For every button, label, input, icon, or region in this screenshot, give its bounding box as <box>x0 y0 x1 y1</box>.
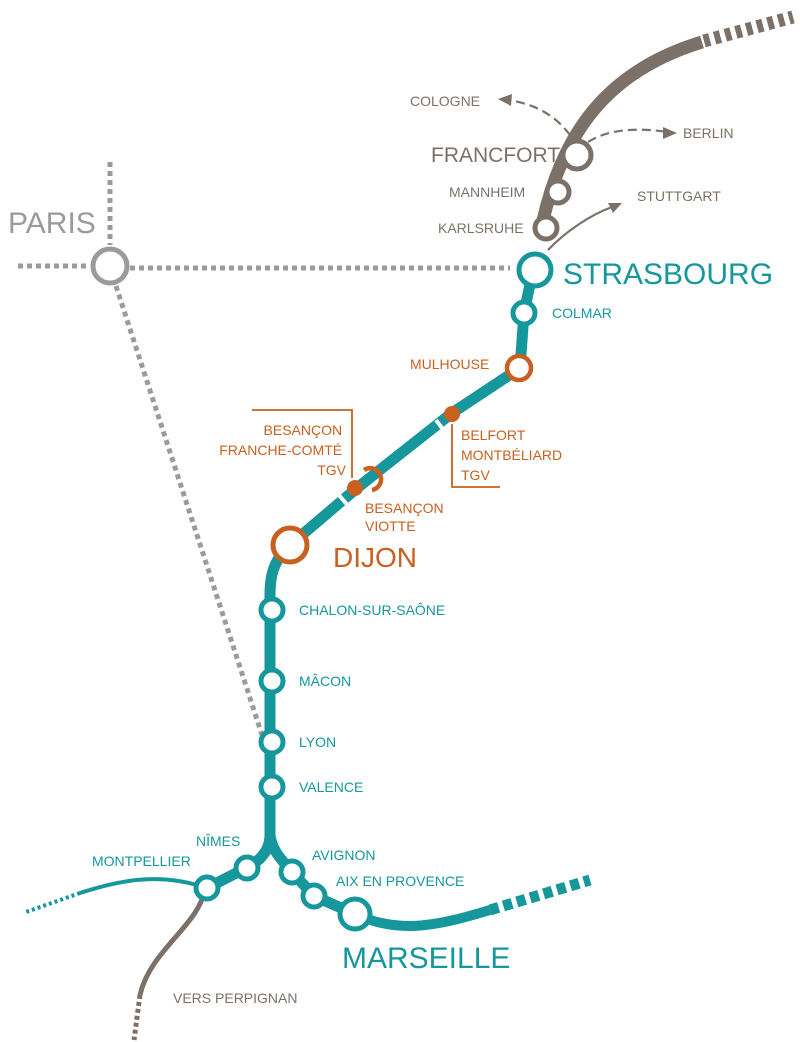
label-francfort: FRANCFORT <box>431 144 560 167</box>
station-francfort[interactable] <box>560 138 594 172</box>
label-berlin: BERLIN <box>683 125 734 141</box>
label-marseille: MARSEILLE <box>342 942 510 975</box>
label-lyon: LYON <box>299 734 336 750</box>
label-belfort-tgv-line3: TGV <box>461 467 490 483</box>
station-avignon[interactable] <box>278 858 306 886</box>
label-besancon-viotte: BESANÇON VIOTTE <box>365 500 447 534</box>
german-main-line <box>533 35 704 237</box>
label-belfort-tgv: BELFORT MONTBÉLIARD TGV <box>461 427 566 483</box>
label-chalon: CHALON-SUR-SAÔNE <box>299 602 445 618</box>
branch-berlin <box>587 128 669 143</box>
label-besancon-tgv-line2: FRANCHE-COMTÉ <box>219 442 342 458</box>
german-branches <box>498 94 677 251</box>
paris-lines <box>18 162 510 736</box>
label-karlsruhe: KARLSRUHE <box>438 220 524 236</box>
label-nimes: NÎMES <box>196 833 240 849</box>
station-mulhouse[interactable] <box>504 353 534 383</box>
teal-montpellier-west-dashed <box>25 891 81 914</box>
label-belfort-tgv-line2: MONTBÉLIARD <box>461 447 562 463</box>
label-mannheim: MANNHEIM <box>449 184 525 200</box>
label-colmar: COLMAR <box>552 305 612 321</box>
perpignan-line <box>137 887 208 996</box>
station-macon[interactable] <box>258 667 286 695</box>
arrow-stuttgart <box>608 203 622 213</box>
station-besancon-viotte[interactable] <box>362 465 384 493</box>
label-besancon-viotte-line2: VIOTTE <box>365 518 416 534</box>
station-marseille[interactable] <box>337 896 373 932</box>
line-breaks <box>336 418 450 510</box>
station-besancon-tgv[interactable] <box>347 480 363 496</box>
label-perpignan: VERS PERPIGNAN <box>173 990 297 1006</box>
paris-line-south <box>113 285 265 736</box>
label-besancon-viotte-line1: BESANÇON <box>365 500 444 516</box>
station-nimes[interactable] <box>233 854 261 882</box>
label-avignon: AVIGNON <box>312 847 376 863</box>
perpignan-line-dashed <box>131 994 143 1041</box>
branch-cologne <box>507 98 571 136</box>
station-dijon[interactable] <box>270 525 310 565</box>
station-chalon[interactable] <box>258 596 286 624</box>
label-brackets <box>252 409 500 488</box>
german-line-dashed <box>702 10 795 48</box>
label-besancon-tgv-line1: BESANÇON <box>264 422 343 438</box>
bracket-besancon-tgv <box>252 409 353 478</box>
teal-marseille-east <box>352 905 492 931</box>
label-aix: AIX EN PROVENCE <box>336 873 464 889</box>
label-dijon: DIJON <box>333 542 417 573</box>
label-cologne: COLOGNE <box>410 93 480 109</box>
bracket-belfort-tgv <box>451 424 500 488</box>
label-paris: PARIS <box>8 207 96 240</box>
station-karlsruhe[interactable] <box>532 214 560 242</box>
label-besancon-tgv-line3: TGV <box>317 462 346 478</box>
break-besancon <box>336 492 352 510</box>
label-belfort-tgv-line1: BELFORT <box>461 427 526 443</box>
station-belfort-tgv[interactable] <box>444 406 460 422</box>
label-valence: VALENCE <box>299 779 363 795</box>
teal-montpellier-west <box>79 877 208 895</box>
label-macon: MÂCON <box>299 673 351 689</box>
label-montpellier: MONTPELLIER <box>92 853 191 869</box>
branch-stuttgart <box>547 205 613 251</box>
station-lyon[interactable] <box>258 728 286 756</box>
teal-mulhouse-dijon <box>284 362 526 551</box>
arrow-cologne <box>498 94 512 106</box>
station-colmar[interactable] <box>510 299 538 327</box>
arrow-berlin <box>663 127 677 139</box>
station-montpellier[interactable] <box>193 874 221 902</box>
station-aix[interactable] <box>300 882 328 910</box>
labels: PARIS COLOGNE FRANCFORT BERLIN MANNHEIM … <box>8 93 773 1006</box>
station-mannheim[interactable] <box>544 178 572 206</box>
station-paris[interactable] <box>90 246 130 286</box>
station-valence[interactable] <box>258 773 286 801</box>
teal-marseille-east-dashed <box>488 874 592 916</box>
break-belfort <box>434 418 450 438</box>
station-strasbourg[interactable] <box>516 251 554 289</box>
label-stuttgart: STUTTGART <box>637 188 721 204</box>
label-mulhouse: MULHOUSE <box>410 356 489 372</box>
label-strasbourg: STRASBOURG <box>563 258 773 291</box>
label-besancon-tgv: BESANÇON FRANCHE-COMTÉ TGV <box>219 422 346 478</box>
